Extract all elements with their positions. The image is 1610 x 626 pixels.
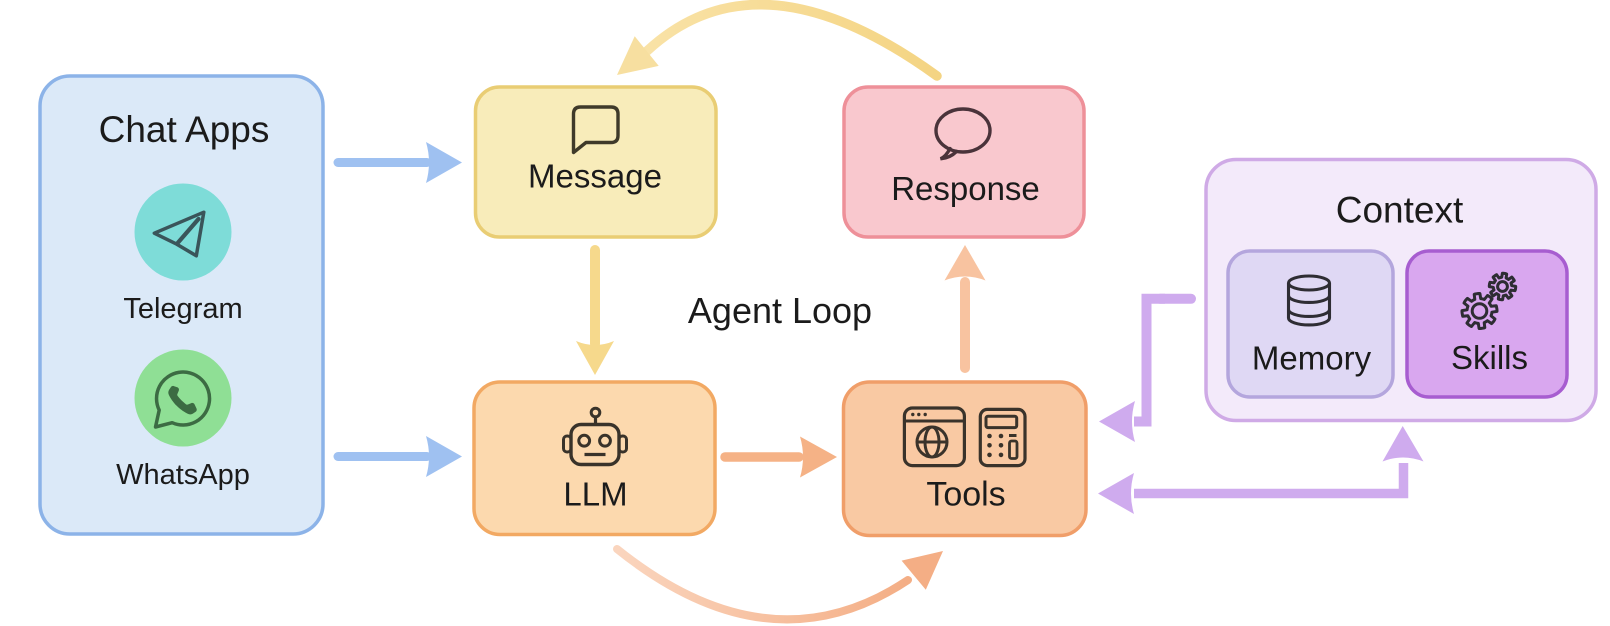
svg-text:WhatsApp: WhatsApp xyxy=(116,459,250,491)
svg-text:Response: Response xyxy=(891,170,1040,207)
svg-text:Tools: Tools xyxy=(926,476,1005,514)
svg-text:Chat Apps: Chat Apps xyxy=(99,109,270,150)
svg-text:Telegram: Telegram xyxy=(123,293,242,325)
svg-text:Memory: Memory xyxy=(1252,340,1372,377)
svg-text:Skills: Skills xyxy=(1451,339,1528,376)
svg-text:Agent Loop: Agent Loop xyxy=(688,290,872,331)
svg-text:Context: Context xyxy=(1336,190,1464,231)
svg-text:Message: Message xyxy=(528,158,662,195)
svg-text:LLM: LLM xyxy=(563,476,627,513)
